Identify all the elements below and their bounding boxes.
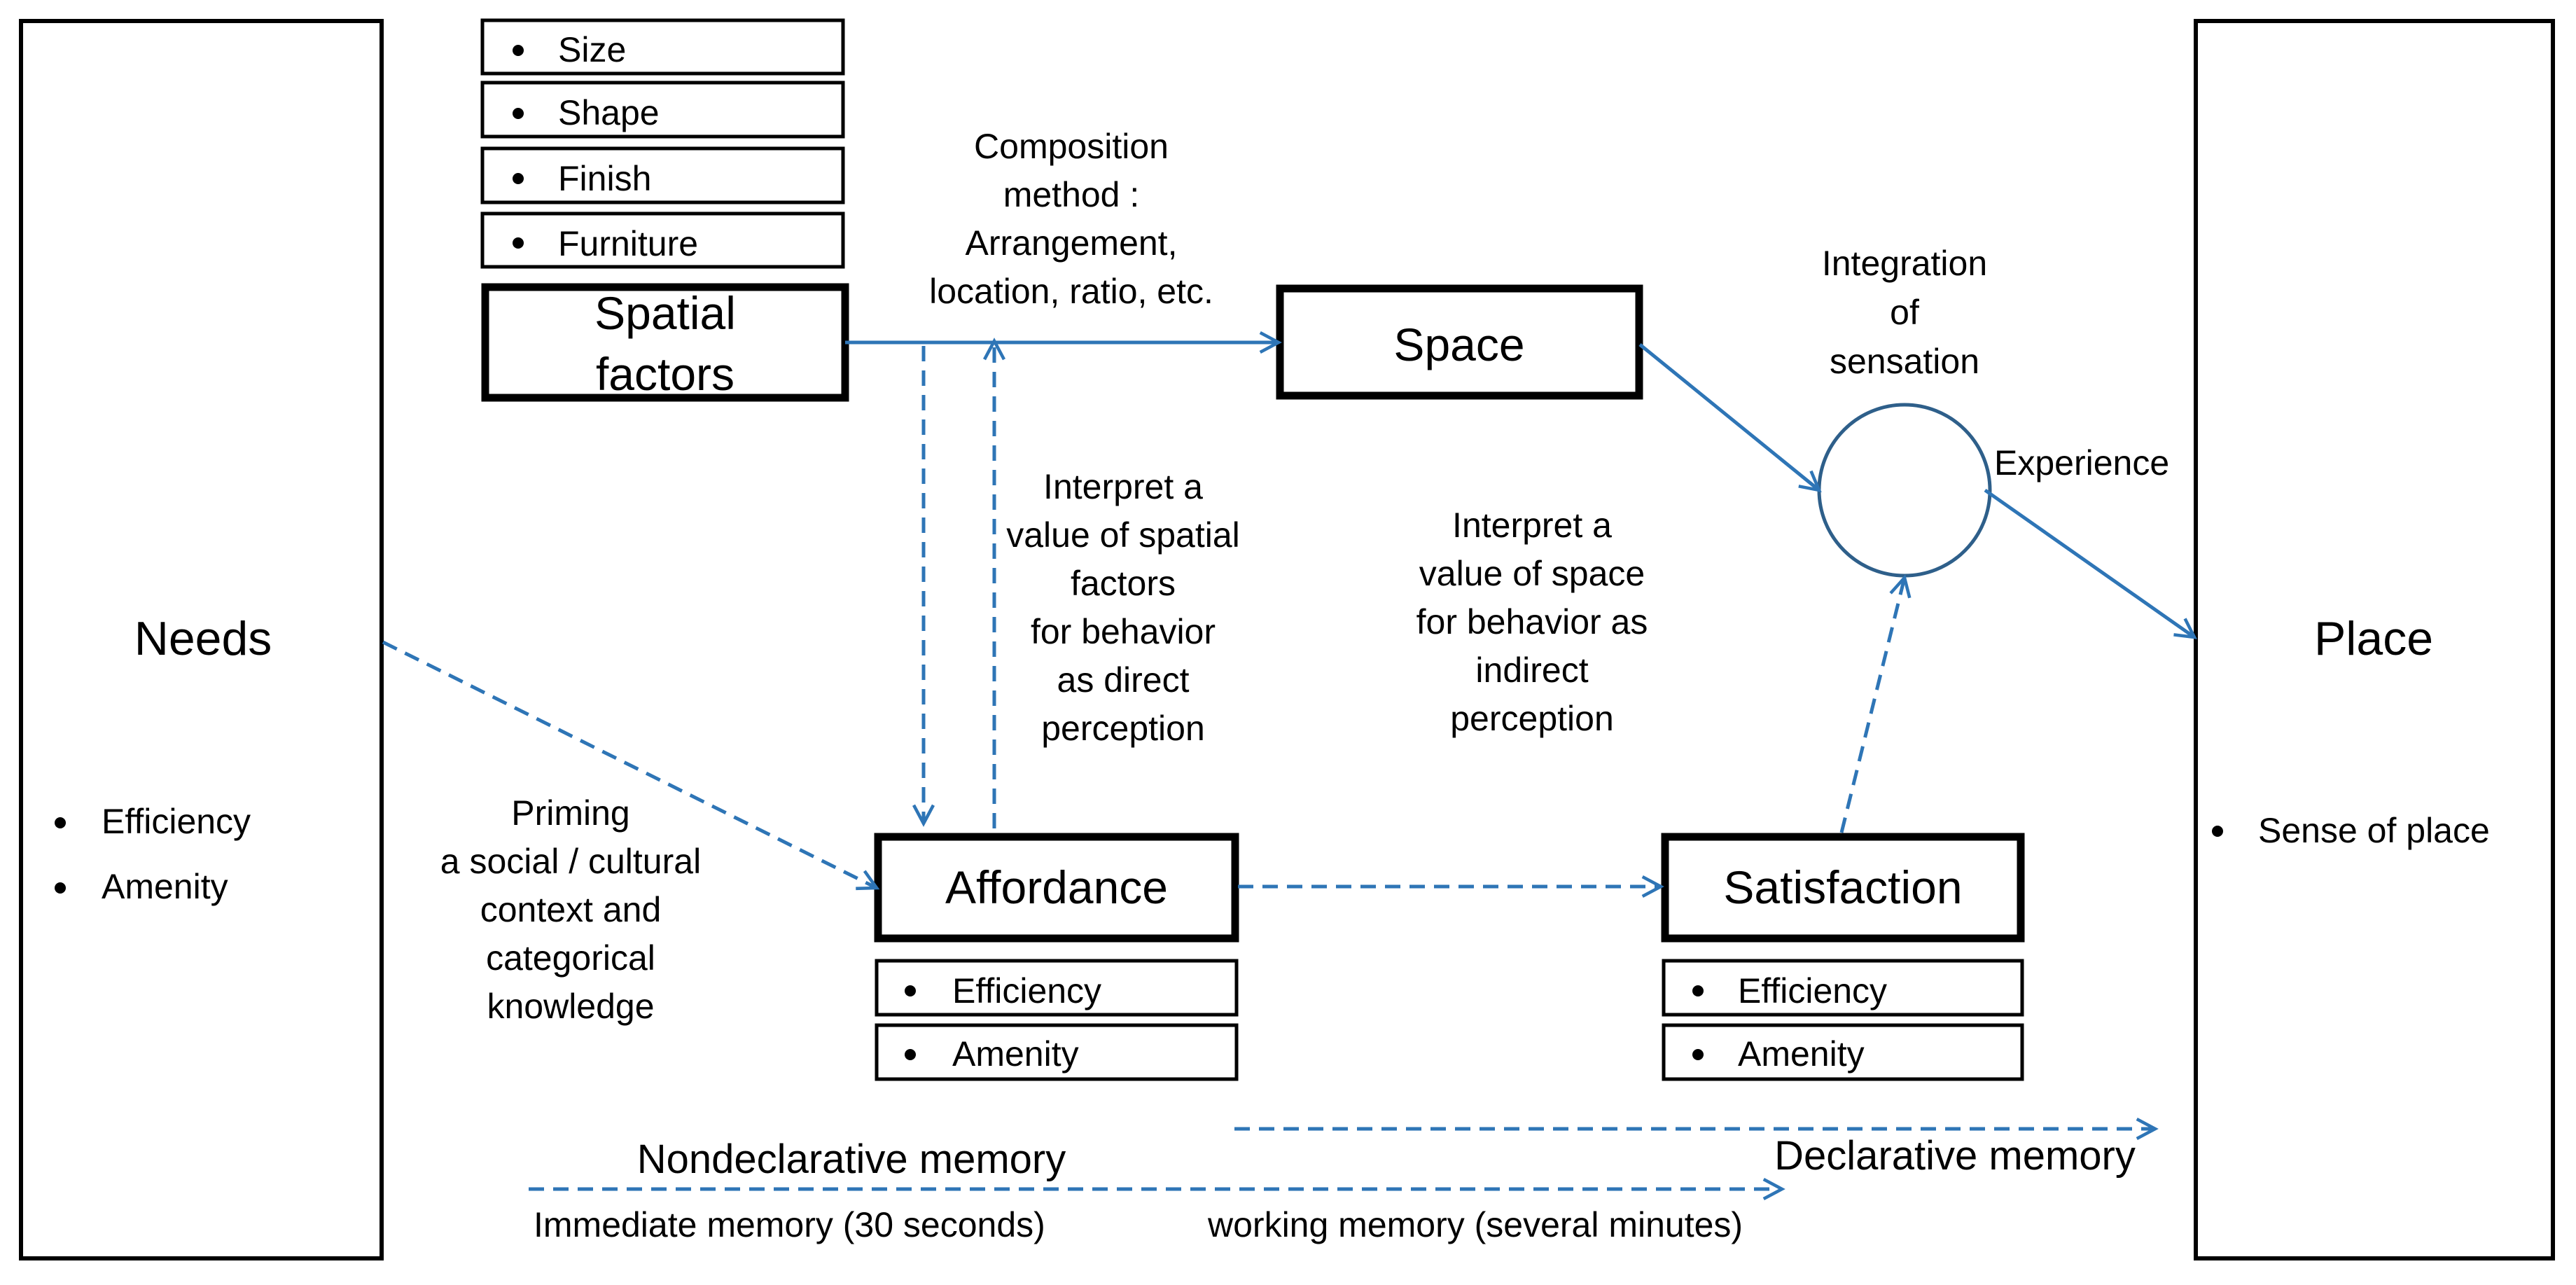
needs-item-amenity: Amenity [102,867,228,906]
svg-text:perception: perception [1450,699,1614,738]
satisfaction-node: Satisfaction Efficiency Amenity [1661,833,2025,1081]
satisfaction-title: Satisfaction [1723,861,1962,913]
factor-finish-box [480,146,845,204]
space-box [1276,284,1643,400]
direct-perception-label: Interpret a value of spatial factors for… [1006,467,1240,748]
svg-text:location, ratio, etc.: location, ratio, etc. [929,272,1213,311]
affordance-item-amenity: Amenity [952,1034,1079,1074]
spatial-factor-list: Size Shape Finish Furniture [480,18,845,269]
affordance-amenity-box [875,1023,1239,1081]
working-memory-label: working memory (several minutes) [1207,1205,1743,1244]
nondeclarative-memory-label: Nondeclarative memory [637,1137,1066,1182]
svg-text:method :: method : [1003,175,1140,214]
satisfaction-item-efficiency: Efficiency [1738,971,1887,1010]
svg-text:indirect: indirect [1475,651,1588,690]
needs-bullet-1 [55,817,66,828]
factor-finish: Finish [558,159,651,198]
needs-panel: Needs Efficiency Amenity [19,19,384,1260]
svg-text:value of space: value of space [1419,554,1645,593]
svg-text:perception: perception [1041,709,1205,748]
composition-label: Composition method : Arrangement, locati… [929,127,1213,311]
place-title: Place [2314,612,2433,665]
svg-text:Interpret a: Interpret a [1043,467,1203,506]
spatial-factors-title-1: Spatial [594,287,736,339]
spatial-factors-node: Spatial factors [481,283,849,402]
svg-text:knowledge: knowledge [487,987,654,1026]
needs-bullet-2 [55,882,66,894]
factor-shape: Shape [558,93,660,132]
memory-labels: Nondeclarative memory Declarative memory… [534,1133,2136,1244]
satisfaction-item-amenity: Amenity [1738,1034,1865,1074]
arrow-space-to-integration [1638,343,1822,493]
arrow-integration-to-place [1984,488,2197,639]
svg-text:context and: context and [480,890,662,929]
satisfaction-box [1661,833,2025,943]
arrow-needs-to-affordance [382,640,880,891]
integration-label: Integration of sensation [1822,244,1987,381]
arrow-satisfaction-to-integration [1839,574,1912,833]
satisfaction-efficiency-box [1662,959,2024,1017]
needs-box [19,19,384,1260]
satisfaction-amenity-box [1662,1023,2024,1081]
space-title: Space [1393,319,1524,370]
priming-label: Priming a social / cultural context and … [440,793,701,1026]
svg-text:for behavior: for behavior [1031,612,1216,651]
place-item-sense-of-place: Sense of place [2258,811,2490,850]
spatial-factors-title-2: factors [596,348,734,400]
affordance-title: Affordance [945,861,1168,913]
experience-label: Experience [1994,443,2169,482]
place-box [2194,19,2555,1260]
space-node: Space [1276,284,1643,400]
needs-title: Needs [134,612,272,665]
factor-size-box [480,18,845,76]
place-panel: Place Sense of place [2194,19,2555,1260]
declarative-memory-label: Declarative memory [1774,1133,2136,1179]
svg-text:for behavior as: for behavior as [1416,602,1648,641]
affordance-item-efficiency: Efficiency [952,971,1101,1010]
affordance-node: Affordance Efficiency Amenity [874,833,1239,1081]
factor-shape-box [480,81,845,139]
needs-item-efficiency: Efficiency [102,802,251,841]
svg-text:Composition: Composition [974,127,1169,166]
svg-text:sensation: sensation [1830,342,1979,381]
svg-text:as direct: as direct [1057,660,1190,700]
svg-text:Priming: Priming [511,793,629,833]
svg-text:Integration: Integration [1822,244,1987,283]
svg-text:factors: factors [1071,564,1176,603]
affordance-efficiency-box [875,959,1239,1017]
svg-text:value of spatial: value of spatial [1006,515,1240,555]
svg-text:Interpret a: Interpret a [1452,506,1612,545]
flow-connectors [382,331,2197,1201]
svg-text:of: of [1890,293,1919,332]
factor-furniture: Furniture [558,224,698,263]
svg-text:Arrangement,: Arrangement, [966,223,1178,263]
svg-text:categorical: categorical [486,938,655,978]
immediate-memory-label: Immediate memory (30 seconds) [534,1205,1045,1244]
factor-furniture-box [480,211,845,269]
factor-size: Size [558,30,626,69]
integration-circle [1817,403,1992,578]
indirect-perception-label: Interpret a value of space for behavior … [1416,506,1648,738]
svg-text:a social / cultural: a social / cultural [440,842,701,881]
place-bullet-1 [2212,826,2223,837]
